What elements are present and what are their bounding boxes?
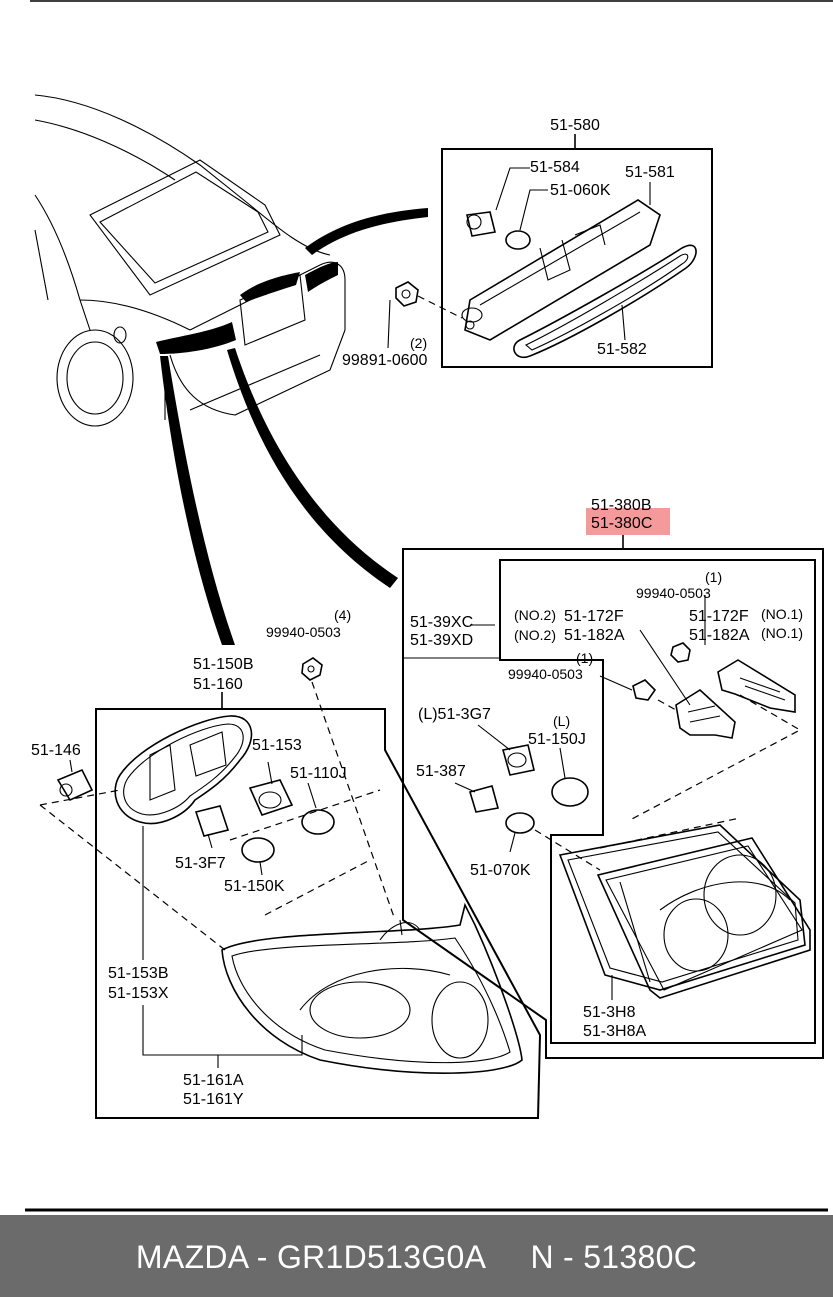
label-51-380b: 51-380B — [591, 497, 652, 514]
label-51-39xc: 51-39XC — [410, 614, 473, 631]
label-51-3g7: (L)51-3G7 — [418, 706, 491, 723]
label-51-161y: 51-161Y — [183, 1091, 244, 1108]
label-99940-0503c: 99940-0503 — [266, 624, 341, 640]
label-99940-0503a: 99940-0503 — [636, 585, 711, 601]
label-99940-0503b: 99940-0503 — [508, 666, 583, 682]
label-51-3f7: 51-3F7 — [175, 855, 226, 872]
label-51-110j: 51-110J — [290, 765, 347, 782]
label-no1a: (NO.1) — [761, 606, 803, 622]
car-rear-illustration — [34, 94, 428, 645]
label-qty-2: (2) — [410, 335, 427, 351]
label-51-387: 51-387 — [416, 763, 466, 780]
label-51-581: 51-581 — [625, 164, 675, 181]
label-51-172f-a: 51-172F — [564, 608, 624, 625]
label-51-172f-b: 51-172F — [689, 608, 749, 625]
outer-lamp-group — [39, 657, 542, 1119]
footer-bar: MAZDA - GR1D513G0A N - 51380C — [0, 1215, 833, 1297]
label-51-153x: 51-153X — [108, 985, 169, 1002]
high-mount-stop-lamp-group — [387, 134, 713, 368]
label-51-150j: 51-150J — [528, 731, 586, 748]
label-51-070k: 51-070K — [470, 862, 531, 879]
label-51-182a-a: 51-182A — [564, 627, 625, 644]
outer-lamp-box — [95, 708, 542, 1119]
label-no2b: (NO.2) — [514, 627, 556, 643]
footer-part-number: MAZDA - GR1D513G0A N - 51380C — [135, 1239, 698, 1275]
label-qty-1b: (1) — [576, 650, 593, 666]
label-51-150k: 51-150K — [224, 878, 285, 895]
label-51-582: 51-582 — [597, 341, 647, 358]
label-99891-0600: 99891-0600 — [342, 352, 428, 369]
label-no2a: (NO.2) — [514, 607, 556, 623]
label-51-150b: 51-150B — [193, 656, 254, 673]
label-51-39xd: 51-39XD — [410, 632, 473, 649]
label-51-160: 51-160 — [193, 676, 243, 693]
label-51-146: 51-146 — [31, 742, 81, 759]
label-no1b: (NO.1) — [761, 625, 803, 641]
parts-diagram: 51-580 51-584 51-060K 51-581 51-582 (2) … — [25, 0, 833, 1212]
label-51-380c: 51-380C — [591, 515, 652, 532]
label-51-3h8: 51-3H8 — [583, 1004, 636, 1021]
label-51-153: 51-153 — [252, 737, 302, 754]
label-qty-4: (4) — [334, 607, 351, 623]
label-51-182a-b: 51-182A — [689, 627, 750, 644]
inner-lamp-group — [402, 535, 824, 1059]
label-51-3h8a: 51-3H8A — [583, 1023, 646, 1040]
inner-lamp-box — [402, 548, 824, 1059]
label-51-161a: 51-161A — [183, 1072, 244, 1089]
label-51-153b: 51-153B — [108, 965, 169, 982]
label-l-tag: (L) — [553, 713, 570, 729]
label-51-060k: 51-060K — [550, 182, 611, 199]
label-51-584: 51-584 — [530, 159, 580, 176]
inner-lamp-subbox — [499, 559, 816, 1044]
label-qty-1a: (1) — [705, 569, 722, 585]
high-mount-lamp-box — [441, 148, 713, 368]
label-51-580: 51-580 — [550, 117, 600, 134]
part-highlight — [586, 508, 670, 535]
